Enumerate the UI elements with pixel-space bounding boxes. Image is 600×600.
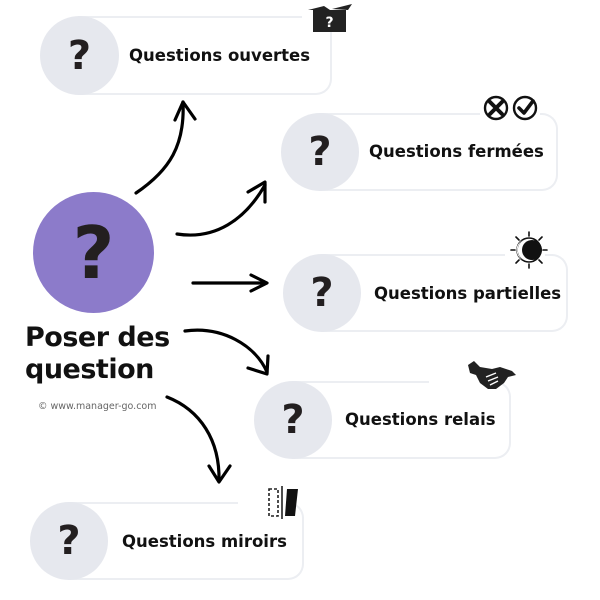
card-frame [68,502,304,580]
question-mark-icon: ? [57,518,81,564]
question-circle: ? [281,113,359,191]
question-mark-icon: ? [310,270,334,316]
diagram-title: Poser des question [25,322,170,386]
question-mark-icon: ? [308,129,332,175]
central-question-circle: ? [33,192,154,313]
card-label: Questions partielles [374,284,562,303]
cross-check-icon [483,95,538,121]
title-line-1: Poser des [25,322,170,353]
arrow-to-relais [183,328,270,376]
card-frame [292,381,511,459]
question-mark-icon: ? [67,32,92,79]
card-frame [319,113,558,191]
arrow-to-partielles [191,273,269,293]
card-label: Questions miroirs [122,532,287,551]
question-circle: ? [30,502,108,580]
arrow-to-ouvertes [134,100,197,195]
open-box-question-icon: ? [308,4,352,32]
question-circle: ? [40,16,119,95]
arrow-to-fermees [175,180,267,237]
question-circle: ? [254,381,332,459]
svg-text:?: ? [325,15,333,31]
question-circle: ? [283,254,361,332]
eclipse-icon [510,231,548,269]
card-label: Questions relais [345,410,496,429]
question-mark-icon: ? [281,397,305,443]
card-frame [321,254,568,332]
copyright-credit: © www.manager-go.com [38,401,157,412]
title-line-2: question [25,354,154,385]
mirror-icon [268,486,298,519]
handshake-icon [468,361,516,389]
card-label: Questions ouvertes [129,46,311,65]
question-mark-icon: ? [72,210,115,295]
arrow-to-miroirs [165,395,232,484]
card-label: Questions fermées [369,142,544,161]
card-frame [78,16,332,95]
